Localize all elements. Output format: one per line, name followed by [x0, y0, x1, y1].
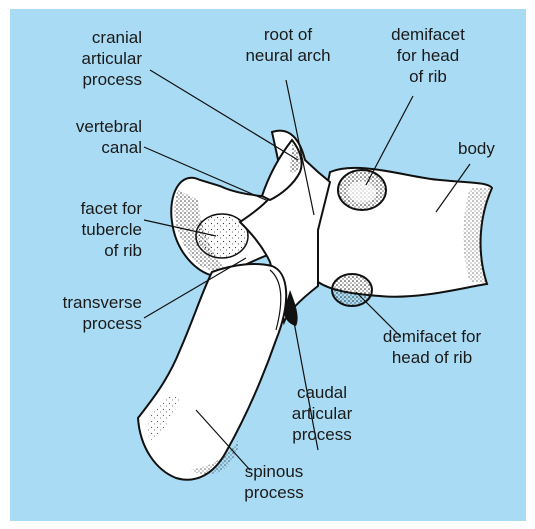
label-root-of-neural-arch: root of neural arch	[226, 24, 350, 66]
label-facet-for-tubercle: facet for tubercle of rib	[50, 198, 142, 261]
label-transverse-process: transverse process	[30, 292, 142, 334]
label-spinous-process: spinous process	[222, 461, 326, 503]
label-demifacet-caudal: demifacet for head of rib	[370, 326, 494, 368]
spinous-process	[138, 264, 286, 480]
label-body: body	[458, 138, 508, 159]
label-vertebral-canal: vertebral canal	[50, 116, 142, 158]
label-demifacet-cranial: demifacet for head of rib	[380, 24, 476, 87]
label-caudal-articular-process: caudal articular process	[270, 382, 374, 445]
facet-for-tubercle	[196, 214, 248, 258]
leader-cranial-articular	[150, 70, 298, 160]
label-cranial-articular-process: cranial articular process	[60, 27, 142, 90]
